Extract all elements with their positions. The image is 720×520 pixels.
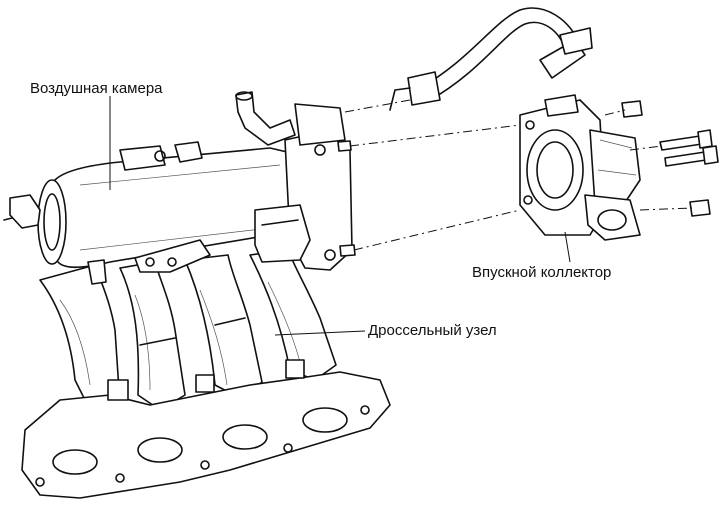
bolts-and-nuts: [337, 100, 719, 257]
exploded-component: [519, 94, 641, 241]
intake-manifold-flange: [21, 359, 391, 499]
label-intake-manifold: Впускной коллектор: [472, 264, 612, 281]
assembly-guide-lines: [344, 99, 693, 251]
vacuum-hose: [389, 7, 593, 111]
air-chamber-body: [3, 141, 311, 285]
leader-lines: [109, 96, 571, 336]
throttle-body: [235, 91, 353, 271]
intake-manifold-runners: [39, 249, 337, 421]
label-air-chamber: Воздушная камера: [30, 80, 163, 97]
label-throttle-body: Дроссельный узел: [368, 322, 497, 339]
